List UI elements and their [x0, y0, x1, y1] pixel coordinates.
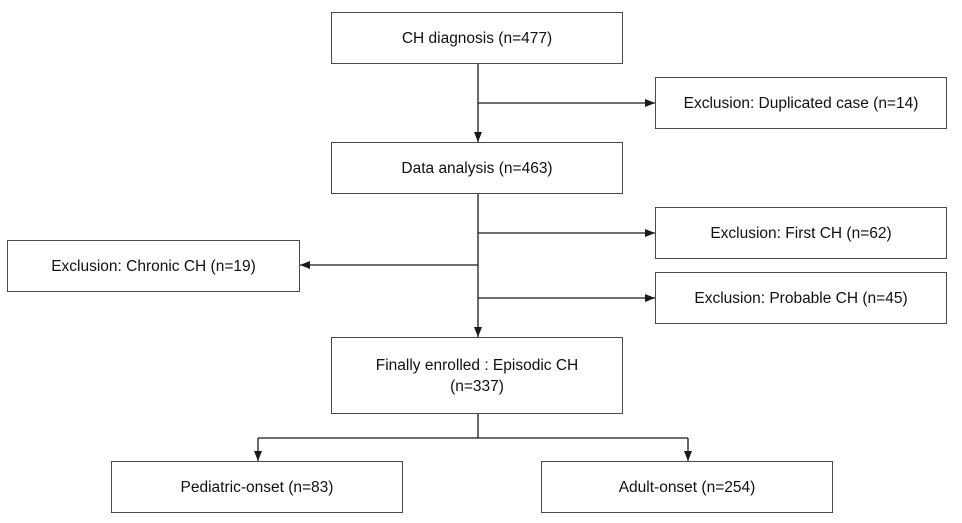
box-exclusion-duplicated: Exclusion: Duplicated case (n=14): [655, 77, 947, 129]
box-exclusion-chronic-ch-label: Exclusion: Chronic CH (n=19): [51, 257, 256, 275]
box-exclusion-duplicated-label: Exclusion: Duplicated case (n=14): [683, 94, 919, 112]
box-pediatric-onset: Pediatric-onset (n=83): [111, 461, 403, 513]
box-exclusion-first-ch-label: Exclusion: First CH (n=62): [710, 224, 892, 242]
box-data-analysis-label: Data analysis (n=463): [401, 159, 553, 177]
box-adult-onset: Adult-onset (n=254): [541, 461, 833, 513]
box-finally-enrolled-line2: (n=337): [450, 377, 504, 395]
box-exclusion-first-ch: Exclusion: First CH (n=62): [655, 207, 947, 259]
box-finally-enrolled-line1: Finally enrolled : Episodic CH: [375, 356, 579, 374]
box-ch-diagnosis: CH diagnosis (n=477): [331, 12, 623, 64]
box-adult-onset-label: Adult-onset (n=254): [618, 478, 756, 496]
box-exclusion-chronic-ch: Exclusion: Chronic CH (n=19): [7, 240, 300, 292]
box-finally-enrolled: Finally enrolled : Episodic CH (n=337): [331, 337, 623, 414]
box-pediatric-onset-label: Pediatric-onset (n=83): [180, 478, 334, 496]
box-exclusion-probable-ch: Exclusion: Probable CH (n=45): [655, 272, 947, 324]
box-exclusion-probable-ch-label: Exclusion: Probable CH (n=45): [694, 289, 908, 307]
box-ch-diagnosis-label: CH diagnosis (n=477): [401, 29, 553, 47]
box-data-analysis: Data analysis (n=463): [331, 142, 623, 194]
